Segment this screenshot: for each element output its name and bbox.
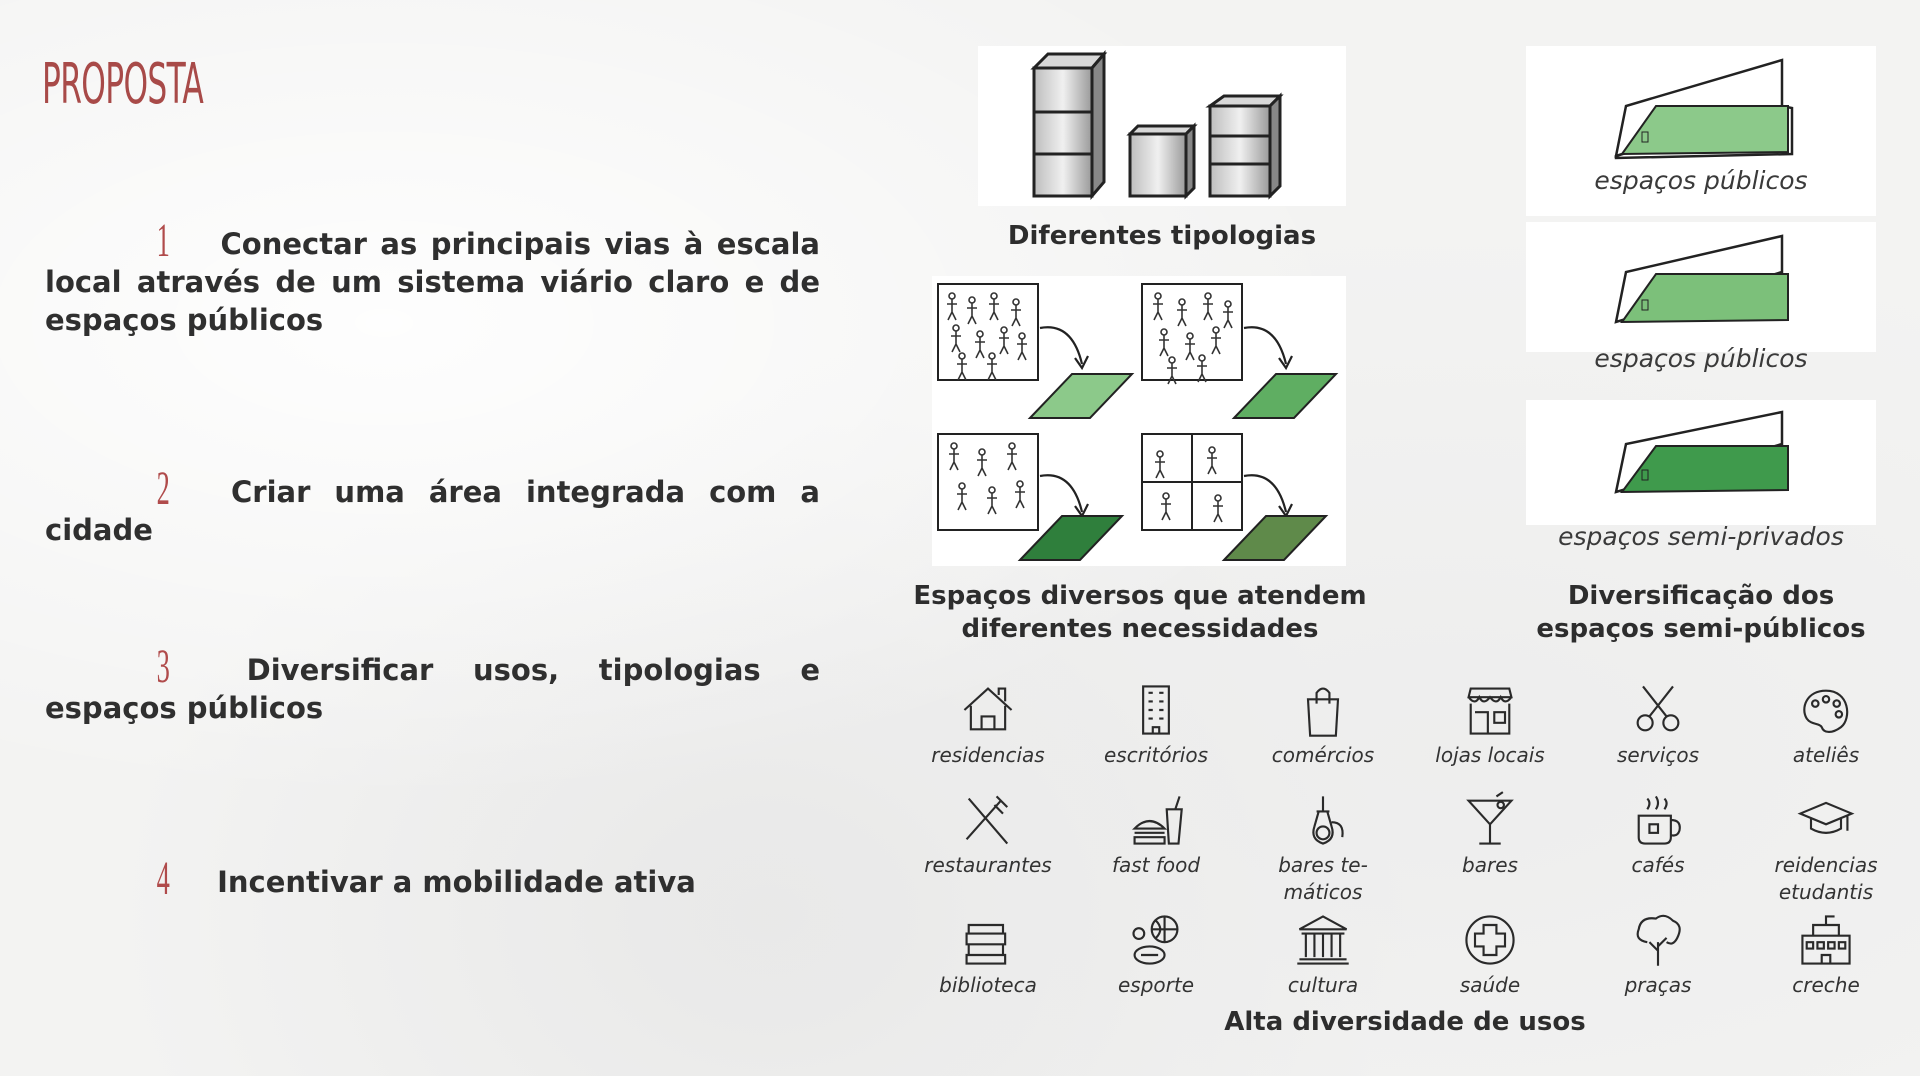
proposal-text: Diversificar usos, tipologias e espaços … [45, 653, 820, 725]
proposal-number: 2 [156, 462, 170, 515]
use-item: restaurantes [908, 790, 1068, 879]
house-icon [963, 687, 1013, 731]
diverse-spaces-caption: Espaços diversos que atendem diferentes … [910, 580, 1370, 646]
use-item: escritórios [1076, 680, 1236, 769]
proposal-text: Criar uma área integrada com a cidade [45, 475, 820, 547]
use-label: fast food [1111, 853, 1201, 877]
use-item: serviços [1578, 680, 1738, 769]
fork-knife-icon [965, 795, 1009, 845]
use-item: biblioteca [908, 910, 1068, 999]
use-item: bares [1410, 790, 1570, 879]
use-item: cultura [1243, 910, 1403, 999]
office-building-icon [1142, 685, 1170, 735]
use-label: comércios [1271, 743, 1375, 767]
use-label: lojas locais [1435, 743, 1545, 767]
use-label: cultura [1287, 973, 1359, 997]
use-label: praças [1624, 973, 1692, 997]
typologies-caption: Diferentes tipologias [1007, 221, 1317, 251]
graduation-cap-icon [1797, 801, 1855, 834]
use-label: creche [1792, 973, 1860, 997]
caption-line-2: espaços semi-públicos [1536, 614, 1866, 644]
proposal-2: 2 Criar uma área integrada com a cidade [45, 462, 820, 549]
semi-private-space-box: espaços semi-privados [1526, 400, 1876, 551]
proposal-3: 3 Diversificar usos, tipologias e espaço… [45, 640, 820, 727]
use-label: etudantis [1778, 880, 1874, 904]
use-item: residencias [908, 680, 1068, 769]
space-label: espaços semi-privados [1558, 522, 1844, 551]
space-label: espaços públicos [1594, 344, 1808, 373]
space-label: espaços públicos [1594, 166, 1808, 195]
use-label: reidencias [1774, 853, 1878, 877]
proposal-1: 1 Conectar as principais vias à escala l… [45, 214, 820, 339]
use-item: bares te-máticos [1243, 790, 1403, 906]
palette-icon [1803, 689, 1849, 734]
use-label: saúde [1459, 973, 1521, 997]
proposal-text: Incentivar a mobilidade ativa [217, 865, 696, 899]
use-item: lojas locais [1410, 680, 1570, 769]
use-item: creche [1746, 910, 1906, 999]
proposal-number: 4 [156, 852, 170, 905]
use-label: escritórios [1103, 743, 1208, 767]
use-item: reidencias etudantis [1746, 790, 1906, 906]
caption-line-1: Espaços diversos que atendem [913, 581, 1367, 611]
use-label: residencias [931, 743, 1045, 767]
use-label: esporte [1117, 973, 1195, 997]
use-item: comércios [1243, 680, 1403, 769]
caption-line-2: diferentes necessidades [961, 614, 1319, 644]
use-label: biblioteca [939, 973, 1037, 997]
use-label: bares [1462, 853, 1518, 877]
caption-line-1: Diversificação dos [1567, 581, 1835, 611]
books-icon [965, 923, 1007, 965]
proposal-number: 3 [156, 640, 170, 693]
tree-icon [1636, 914, 1681, 966]
coffee-cup-icon [1637, 795, 1681, 845]
shopping-bag-icon [1306, 687, 1340, 737]
page-title: PROPOSTA [42, 52, 204, 117]
uses-grid: residencias escritórios comércios lojas loc… [908, 680, 1908, 1030]
typologies-sketch [978, 46, 1346, 206]
hookah-icon [1312, 796, 1344, 845]
semi-public-caption: Diversificação dos espaços semi-públicos [1506, 580, 1896, 646]
use-label: ateliês [1792, 743, 1860, 767]
cocktail-icon [1466, 791, 1514, 845]
use-item: esporte [1076, 910, 1236, 999]
museum-icon [1297, 915, 1349, 965]
burger-drink-icon [1131, 796, 1183, 845]
storefront-icon [1467, 687, 1513, 735]
public-space-box-1: espaços públicos [1526, 46, 1876, 216]
sports-balls-icon [1132, 915, 1179, 965]
use-label: restaurantes [924, 853, 1052, 877]
use-item: praças [1578, 910, 1738, 999]
use-item: saúde [1410, 910, 1570, 999]
proposal-4: 4 Incentivar a mobilidade ativa [45, 852, 820, 905]
uses-caption: Alta diversidade de usos [1224, 1007, 1586, 1037]
use-item: fast food [1076, 790, 1236, 879]
proposal-number: 1 [156, 214, 170, 267]
use-label: cafés [1631, 853, 1685, 877]
use-item: ateliês [1746, 680, 1906, 769]
diverse-spaces-sketch [932, 276, 1346, 566]
school-icon [1801, 915, 1851, 965]
public-space-box-2: espaços públicos [1526, 222, 1876, 373]
use-label: serviços [1617, 743, 1699, 767]
medical-cross-icon [1465, 915, 1515, 965]
proposal-text: Conectar as principais vias à escala loc… [45, 227, 820, 337]
use-label: máticos [1283, 880, 1363, 904]
use-item: cafés [1578, 790, 1738, 879]
scissors-icon [1636, 685, 1680, 732]
use-label: bares te- [1278, 853, 1368, 877]
